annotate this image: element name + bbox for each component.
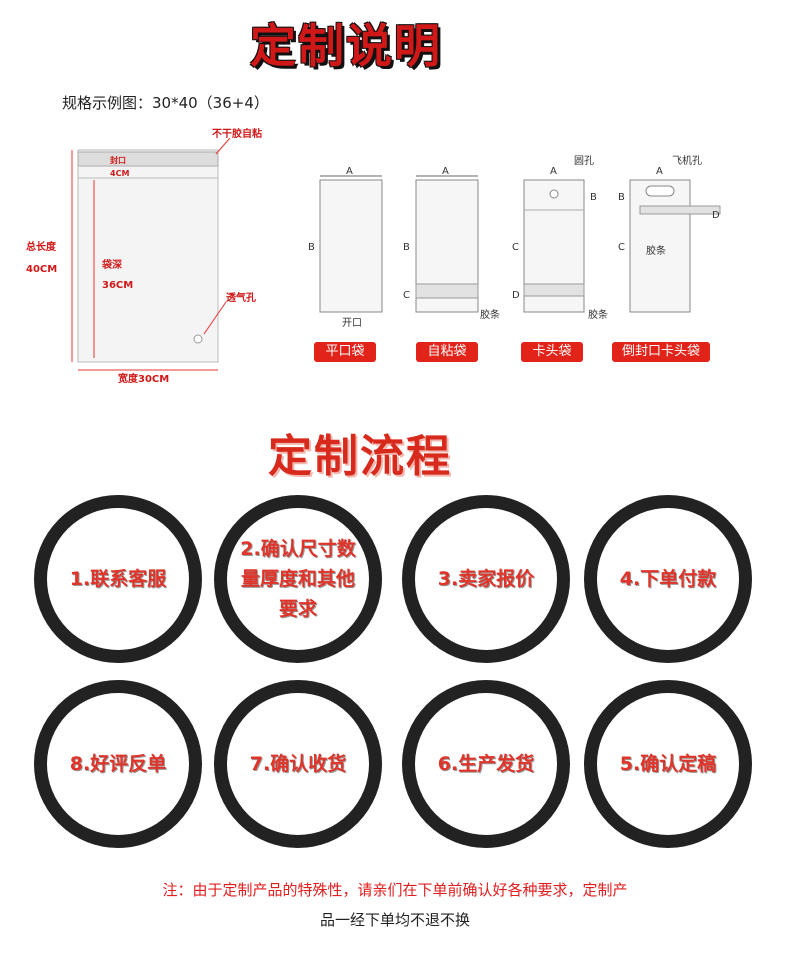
bag3-label-b: B: [590, 192, 597, 203]
step-circle: 5.确认定稿: [584, 680, 752, 848]
round-hole-icon: [549, 189, 559, 199]
bag3-label-d: D: [512, 290, 520, 301]
step-circle: 6.生产发货: [402, 680, 570, 848]
bag4-label-b: B: [618, 192, 625, 203]
seal-strip: [77, 151, 219, 167]
header-bag-button: 卡头袋: [521, 342, 583, 362]
spec-label: 规格示例图：30*40（36+4）: [62, 94, 269, 112]
step-circle: 8.好评反单: [34, 680, 202, 848]
bag1-label-b: B: [308, 242, 315, 253]
step-circle: 2.确认尺寸数量厚度和其他要求: [214, 495, 382, 663]
step-circle: 1.联系客服: [34, 495, 202, 663]
bag4-label-d: D: [712, 210, 720, 221]
step-label: 2.确认尺寸数量厚度和其他要求: [240, 538, 356, 620]
flat-bag: [319, 179, 383, 313]
process-title: 定制流程: [268, 431, 452, 482]
note: 注：由于定制产品的特殊性，请亲们在下单前确认好各种要求，定制产 品一经下单均不退…: [50, 875, 740, 935]
bag2-label-b: B: [403, 242, 410, 253]
reverse-header-bag: [629, 179, 691, 313]
total-length-label: 总长度: [26, 240, 57, 253]
plane-hole-icon: [645, 185, 675, 197]
seal-label: 封口: [110, 155, 126, 165]
bag3-glue-label: 胶条: [588, 308, 608, 321]
self-seal-bag-button: 自粘袋: [416, 342, 478, 362]
width-label: 宽度30CM: [117, 372, 169, 385]
bag-types-diagram: A B 开口 A B C 胶条 A 圆孔 B C D 胶条 A 飞机孔 B C …: [308, 154, 721, 329]
bag2-label-c: C: [403, 290, 410, 301]
step-circle: 3.卖家报价: [402, 495, 570, 663]
bag1-label-a: A: [346, 166, 353, 177]
bag-outline: [77, 149, 219, 363]
round-hole-label: 圆孔: [574, 155, 594, 167]
step-circle: 4.下单付款: [584, 495, 752, 663]
seal-size-label: 4CM: [110, 169, 129, 178]
vent-hole: [193, 334, 203, 344]
bag2-glue-label: 胶条: [480, 308, 500, 321]
note-line-1: 注：由于定制产品的特殊性，请亲们在下单前确认好各种要求，定制产: [162, 881, 628, 899]
bag4-label-c: C: [618, 242, 625, 253]
total-length-value: 40CM: [26, 264, 57, 275]
step-label: 7.确认收货: [249, 753, 347, 775]
bag2-label-a: A: [442, 166, 449, 177]
bag3-label-a: A: [550, 166, 557, 177]
bag4-glue-label: 胶条: [646, 244, 666, 257]
step-circle: 7.确认收货: [214, 680, 382, 848]
plane-hole-label: 飞机孔: [672, 154, 702, 167]
step-label: 1.联系客服: [69, 568, 167, 590]
spec-diagram: 不干胶自粘 封口 4CM 总长度 40CM 袋深 36CM 透气孔 宽度30CM: [26, 127, 262, 385]
step-label: 6.生产发货: [437, 753, 535, 775]
depth-value: 36CM: [102, 280, 133, 291]
main-title: 定制说明: [250, 19, 442, 73]
step-label: 5.确认定稿: [619, 753, 717, 775]
reverse-header-bag-button: 倒封口卡头袋: [612, 342, 710, 362]
no-glue-label: 不干胶自粘: [212, 127, 262, 140]
flat-bag-button: 平口袋: [314, 342, 376, 362]
vent-label: 透气孔: [226, 291, 256, 304]
depth-label: 袋深: [101, 258, 122, 271]
bag3-label-c: C: [512, 242, 519, 253]
step-label: 4.下单付款: [619, 568, 717, 590]
step-label: 3.卖家报价: [437, 568, 535, 590]
note-line-2: 品一经下单均不退不换: [319, 911, 470, 929]
opening-label: 开口: [342, 318, 362, 329]
step-label: 8.好评反单: [69, 753, 167, 775]
bag4-label-a: A: [656, 166, 663, 177]
